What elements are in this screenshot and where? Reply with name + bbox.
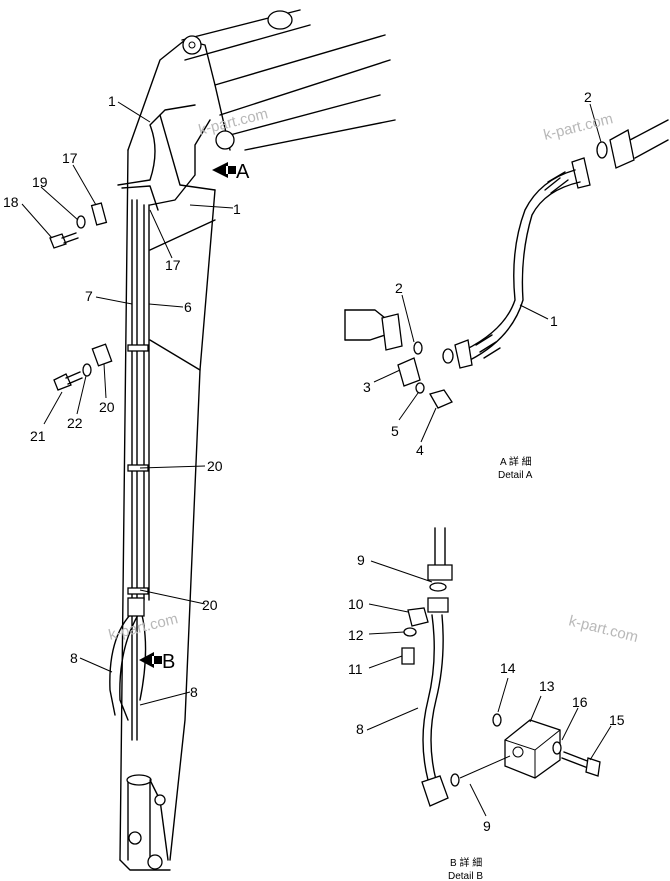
- callout-16: 16: [572, 694, 588, 710]
- callout-1-upper: 1: [108, 93, 116, 109]
- arm-hydraulic-lines: [109, 104, 211, 741]
- watermark-2: k-part.com: [542, 110, 615, 144]
- detail-arrow-b: B: [139, 651, 175, 673]
- callout-12: 12: [348, 627, 364, 643]
- callout-8-right: 8: [190, 684, 198, 700]
- callouts: 1 1 1 2 2 3 4 5 6 7 8 8 8 9 9 10 11 12 1…: [3, 89, 625, 834]
- arrow-a-label: A: [236, 161, 250, 183]
- detail-captions: A 詳 細 Detail A B 詳 細 Detail B: [448, 455, 533, 881]
- detail-a-jp-caption: A 詳 細: [500, 455, 532, 468]
- detail-a-en-caption: Detail A: [498, 470, 533, 481]
- callout-11: 11: [348, 661, 363, 677]
- callout-2-lower: 2: [395, 280, 403, 296]
- callout-15: 15: [609, 712, 625, 728]
- callout-20-middle: 20: [207, 458, 223, 474]
- callout-20-lower: 20: [202, 597, 218, 613]
- callout-9-upper: 9: [357, 552, 365, 568]
- callout-18: 18: [3, 194, 19, 210]
- detail-b-en-caption: Detail B: [448, 871, 483, 881]
- arm-structure: [119, 9, 396, 871]
- callout-19: 19: [32, 174, 48, 190]
- detail-b-jp-caption: B 詳 細: [450, 856, 482, 869]
- callout-1-detail-a: 1: [550, 313, 558, 329]
- callout-9-lower: 9: [483, 818, 491, 834]
- callout-1-arm: 1: [233, 201, 241, 217]
- callout-22: 22: [67, 415, 83, 431]
- callout-8-left: 8: [70, 650, 78, 666]
- callout-6: 6: [184, 299, 192, 315]
- callout-17-lower: 17: [165, 257, 181, 273]
- callout-2-upper: 2: [584, 89, 592, 105]
- detail-a-drawing: [344, 119, 669, 409]
- callout-17-upper: 17: [62, 150, 78, 166]
- callout-7: 7: [85, 288, 93, 304]
- detail-b-drawing: [401, 527, 601, 807]
- callout-8-detail-b: 8: [356, 721, 364, 737]
- detail-arrow-a: A: [212, 161, 250, 183]
- arrow-b-label: B: [162, 651, 175, 673]
- left-exploded-parts: [49, 202, 113, 391]
- callout-3: 3: [363, 379, 371, 395]
- callout-20-upper: 20: [99, 399, 115, 415]
- leader-lines: [21, 101, 612, 817]
- callout-13: 13: [539, 678, 555, 694]
- callout-14: 14: [500, 660, 516, 676]
- callout-21: 21: [30, 428, 46, 444]
- callout-4: 4: [416, 442, 424, 458]
- callout-5: 5: [391, 423, 399, 439]
- callout-10: 10: [348, 596, 364, 612]
- watermark-4: k-part.com: [567, 612, 640, 646]
